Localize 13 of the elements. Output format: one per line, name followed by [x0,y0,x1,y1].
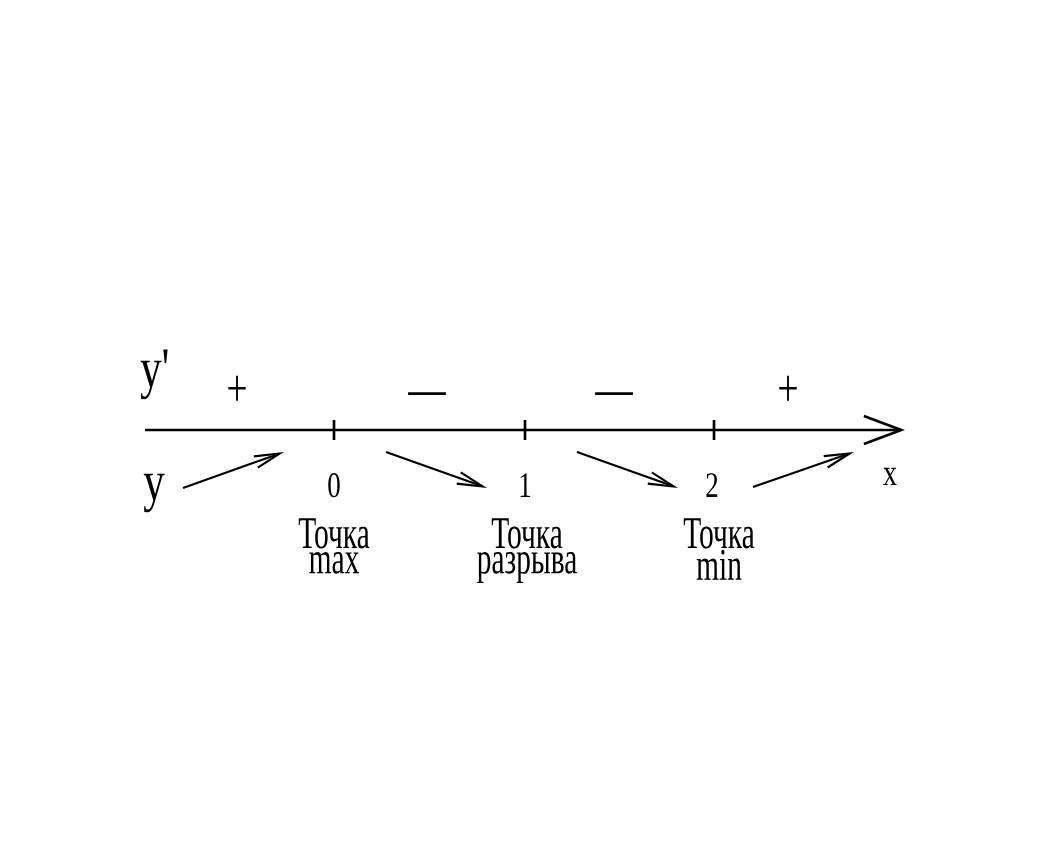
sign-label: — [408,392,446,395]
tick-label: 0 [328,473,340,498]
point-caption: Точка max [298,518,370,574]
axis-label: x [883,467,897,485]
sign-label: + [779,375,797,401]
tick-label: 1 [520,473,531,497]
tick-label: 2 [706,473,718,497]
point-caption: Точка min [683,518,755,580]
point-caption: Точка разрыва [477,518,577,583]
sign-label: + [228,375,246,401]
sign-label: — [595,392,633,395]
row-label: y [143,473,165,513]
row-label: y' [140,349,168,400]
